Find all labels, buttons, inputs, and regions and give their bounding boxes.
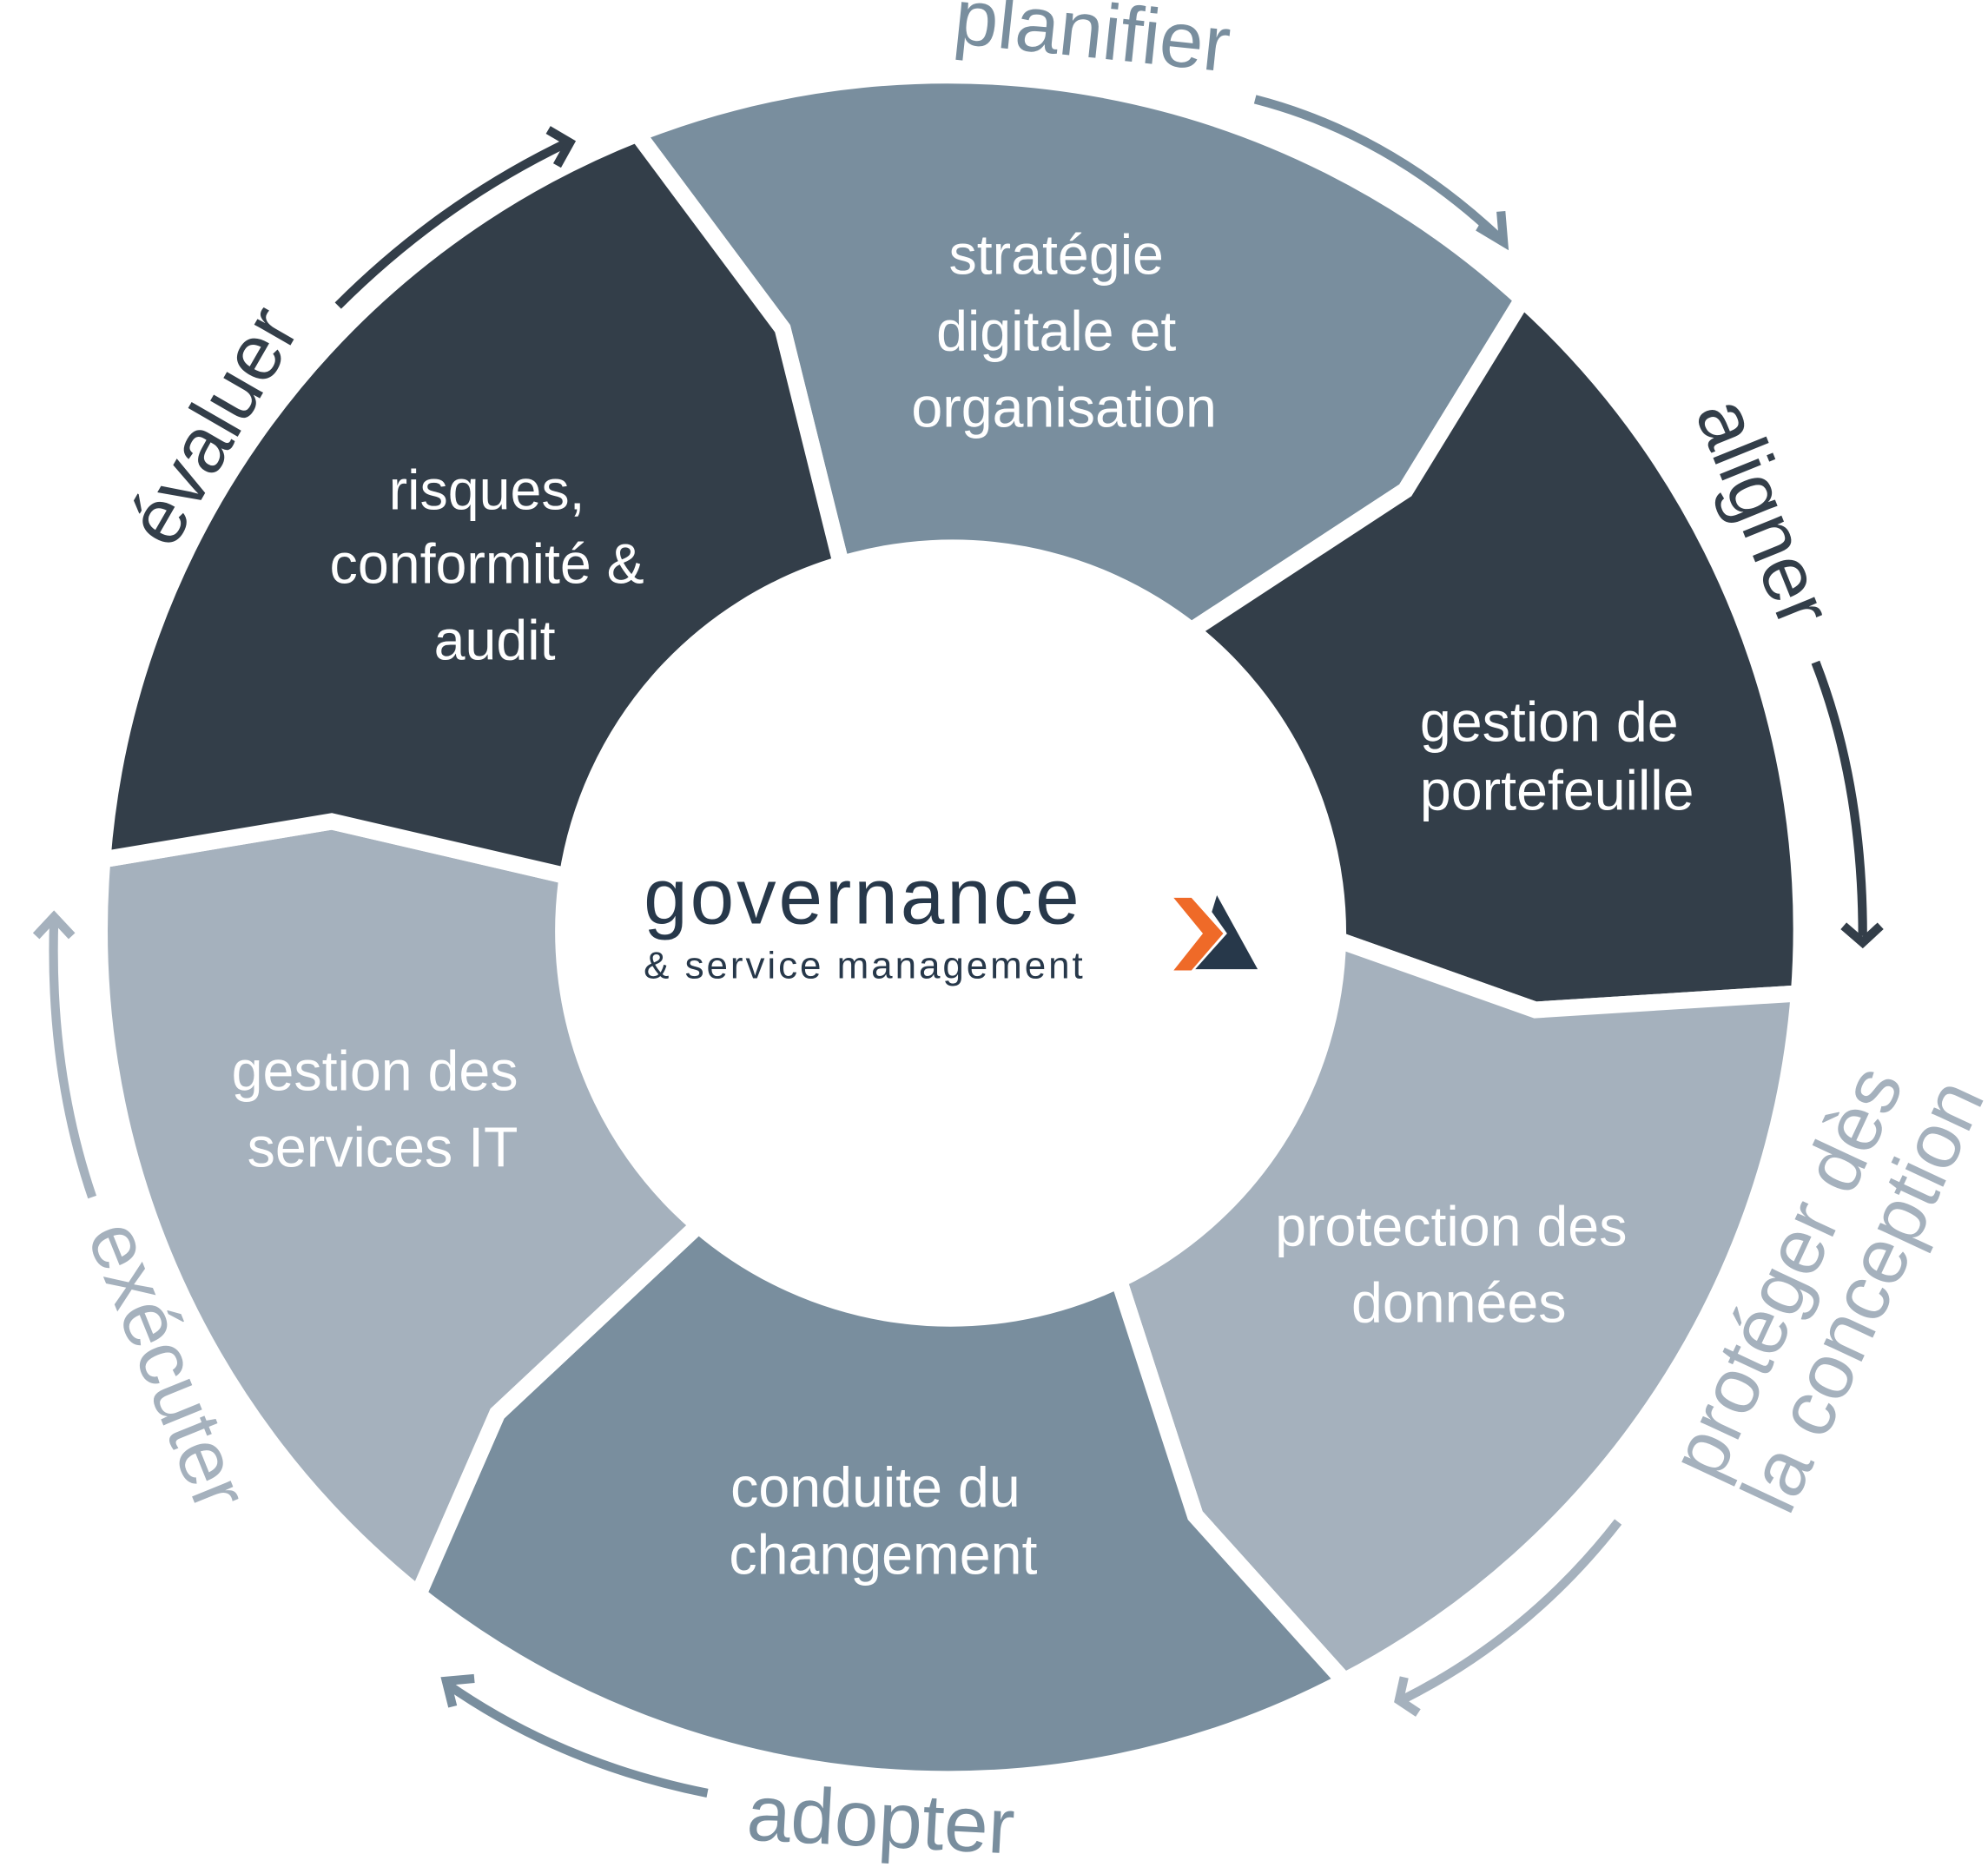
logo-title: governance xyxy=(644,853,1081,940)
logo-triangle-icon xyxy=(1195,895,1258,970)
segment-strategie xyxy=(624,67,1534,641)
segment-services-it xyxy=(90,813,711,1608)
logo-chevron-icon xyxy=(1173,897,1224,971)
logo: governance & service management xyxy=(644,853,1258,986)
arrow-aligner xyxy=(1811,660,1884,949)
arrow-evaluer xyxy=(334,126,577,309)
label-adopter: adopter xyxy=(745,1770,1017,1867)
segment-text-portefeuille: gestion de portefeuille xyxy=(1420,691,1694,822)
segment-risques xyxy=(93,123,851,887)
logo-subtitle: & service management xyxy=(644,944,1086,986)
arrow-planifier xyxy=(1253,95,1509,251)
arrow-executer xyxy=(32,910,97,1199)
segment-protection-donnees xyxy=(1108,927,1808,1692)
segment-text-risques: risques, conformité & audit xyxy=(330,459,660,672)
segment-text-protection: protection des données xyxy=(1275,1195,1642,1334)
segment-text-strategie: stratégie digitale et organisation xyxy=(911,223,1217,439)
segment-portefeuille xyxy=(1177,286,1810,1019)
segment-text-conduite: conduite du changement xyxy=(729,1456,1037,1587)
segment-text-services-it: gestion des services IT xyxy=(232,1039,534,1178)
arrow-proteger xyxy=(1394,1519,1622,1717)
segment-conduite-changement xyxy=(407,1214,1358,1788)
arrow-adopter xyxy=(440,1673,709,1798)
